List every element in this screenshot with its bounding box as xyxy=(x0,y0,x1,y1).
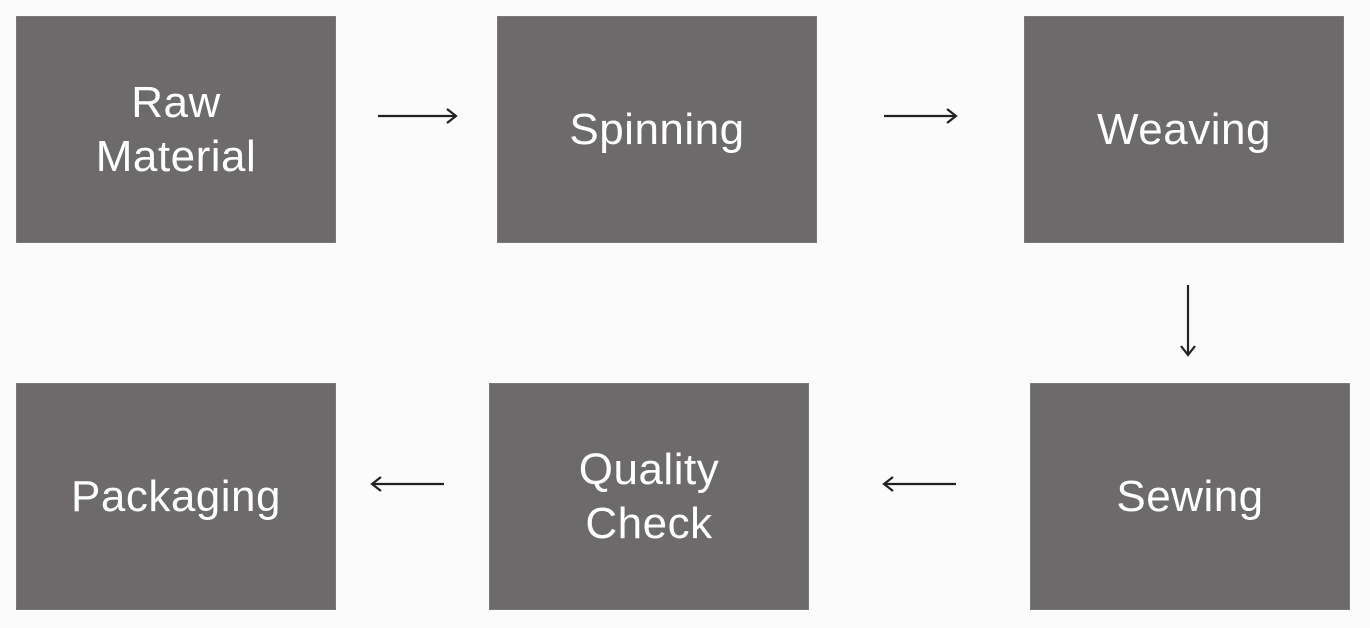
step-label: Quality Check xyxy=(578,444,720,548)
arrow-left-icon xyxy=(368,474,446,494)
step-sewing: Sewing xyxy=(1030,383,1350,610)
step-label: Packaging xyxy=(71,471,281,521)
step-raw-material: Raw Material xyxy=(16,16,336,243)
step-label: Weaving xyxy=(1097,104,1271,154)
step-spinning: Spinning xyxy=(497,16,817,243)
step-packaging: Packaging xyxy=(16,383,336,610)
step-quality-check: Quality Check xyxy=(489,383,809,610)
step-weaving: Weaving xyxy=(1024,16,1344,243)
arrow-down-icon xyxy=(1178,283,1198,359)
arrow-left-icon xyxy=(880,474,958,494)
step-label: Sewing xyxy=(1116,471,1264,521)
arrow-right-icon xyxy=(376,106,460,126)
step-label: Spinning xyxy=(569,104,745,154)
arrow-right-icon xyxy=(882,106,960,126)
step-label: Raw Material xyxy=(95,77,257,181)
